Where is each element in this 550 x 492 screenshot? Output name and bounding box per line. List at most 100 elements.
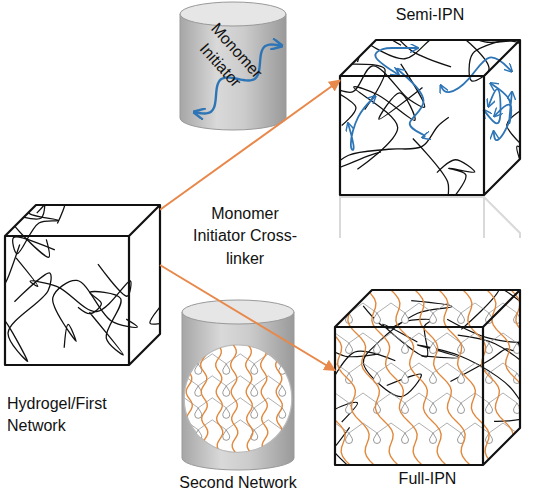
cross-linker-drop xyxy=(346,343,353,354)
cross-linker-drop xyxy=(279,408,286,419)
cube-face xyxy=(340,40,520,195)
cube-face xyxy=(5,205,160,365)
polymer-chain xyxy=(363,301,452,397)
polymer-chain xyxy=(0,273,51,375)
cross-linker-chain xyxy=(184,376,282,386)
cross-linker-chain xyxy=(184,420,282,430)
cross-linker-drop xyxy=(374,433,381,444)
cylinder-top xyxy=(182,300,294,324)
polymer-chain xyxy=(323,351,396,475)
crosslinked-chain xyxy=(246,345,253,453)
semi-ipn-cube: Semi-IPN xyxy=(340,40,520,195)
crosslinked-chain xyxy=(186,345,193,453)
linear-polymer xyxy=(348,96,376,150)
cross-linker-drop xyxy=(223,430,230,441)
cross-linker-drop xyxy=(279,386,286,397)
polymer-chain xyxy=(13,193,79,253)
second-network xyxy=(184,345,285,453)
cross-linker-drop xyxy=(402,433,409,444)
polymer-chain xyxy=(369,30,530,83)
crosslinked-chain xyxy=(343,290,398,465)
cross-linker-drop xyxy=(402,373,409,384)
cross-linker-drop xyxy=(251,386,258,397)
cross-linker-chain xyxy=(335,333,517,343)
crosslinked-chain xyxy=(295,290,350,465)
crosslinked-chain xyxy=(367,290,422,465)
network xyxy=(330,28,532,201)
cross-linker-drop xyxy=(430,313,437,324)
cylinder-body xyxy=(180,14,286,130)
cross-linker-drop xyxy=(374,313,381,324)
cross-linker-drop xyxy=(223,408,230,419)
polymer-chain xyxy=(413,139,475,201)
second-network-cylinder: Second Network xyxy=(182,300,294,470)
cube-outline xyxy=(340,40,520,195)
crosslinked-chain xyxy=(201,345,208,453)
cross-linker-chain xyxy=(335,423,517,433)
node-label: Semi-IPN xyxy=(340,4,520,26)
reagent-label: Monomer Initiator Cross-linker xyxy=(190,203,300,270)
polymer-chain xyxy=(323,338,379,402)
cross-linker-drop xyxy=(430,343,437,354)
polymer-chain xyxy=(53,280,138,347)
cross-linker-drop xyxy=(223,386,230,397)
cross-linker-drop xyxy=(374,343,381,354)
cylinder-body xyxy=(182,312,294,470)
cross-linker-drop xyxy=(223,364,230,375)
crosslinked-chain xyxy=(216,345,223,453)
crosslinked-chain xyxy=(276,345,283,453)
linear-polymer xyxy=(494,105,512,141)
cross-linker-drop xyxy=(430,403,437,414)
node-label: Full-IPN xyxy=(335,468,520,490)
crosslinked-chain xyxy=(391,290,446,465)
cross-linker-drop xyxy=(346,433,353,444)
linear-polymer xyxy=(397,69,425,138)
crosslinked-chain xyxy=(415,290,470,465)
cross-linker-drop xyxy=(195,430,202,441)
polymer-chain xyxy=(108,256,171,375)
linear-polymer xyxy=(375,48,418,75)
reflection xyxy=(340,197,520,238)
crosslinked-chain xyxy=(261,345,268,453)
node-label: Second Network xyxy=(158,472,318,492)
cross-linker-drop xyxy=(486,343,493,354)
crosslinked-chain xyxy=(439,290,494,465)
network xyxy=(295,279,550,475)
node-shape xyxy=(182,300,294,470)
reflection-outline xyxy=(340,197,520,238)
reagent-cylinder: Monomer Initiator xyxy=(180,2,286,130)
linear-polymer xyxy=(441,57,512,92)
node-shape xyxy=(335,290,520,465)
cross-linker-drop xyxy=(195,408,202,419)
crosslinked-chain xyxy=(511,290,550,465)
first-network-cube: Hydrogel/First Network xyxy=(5,205,160,365)
polymer-chain xyxy=(0,245,47,377)
node-shape xyxy=(340,40,520,195)
cross-linker-drop xyxy=(402,313,409,324)
polymer-chain xyxy=(78,292,124,355)
network-view xyxy=(184,345,292,453)
cross-linker-drop xyxy=(402,403,409,414)
cross-linker-drop xyxy=(430,373,437,384)
cube-outline xyxy=(5,205,160,365)
network xyxy=(0,193,171,377)
cylinder-top xyxy=(180,2,286,26)
cross-linker-drop xyxy=(458,313,465,324)
polymer-chain xyxy=(0,194,49,257)
cross-linker-drop xyxy=(251,364,258,375)
node-shape xyxy=(5,205,160,365)
cross-linker-drop xyxy=(402,343,409,354)
polymer-chain xyxy=(16,258,131,312)
linear-polymer xyxy=(484,89,501,123)
crosslinked-chain xyxy=(231,345,238,453)
cube-outline xyxy=(335,290,520,465)
cross-linker-drop xyxy=(430,433,437,444)
cross-linker-chain xyxy=(335,303,517,313)
full-ipn-cube: Full-IPN xyxy=(335,290,520,465)
cross-linker-drop xyxy=(486,403,493,414)
polymer-chain xyxy=(380,28,510,81)
cross-linker-drop xyxy=(458,403,465,414)
cross-linker-drop xyxy=(279,430,286,441)
node-label: Hydrogel/First Network xyxy=(7,393,122,438)
